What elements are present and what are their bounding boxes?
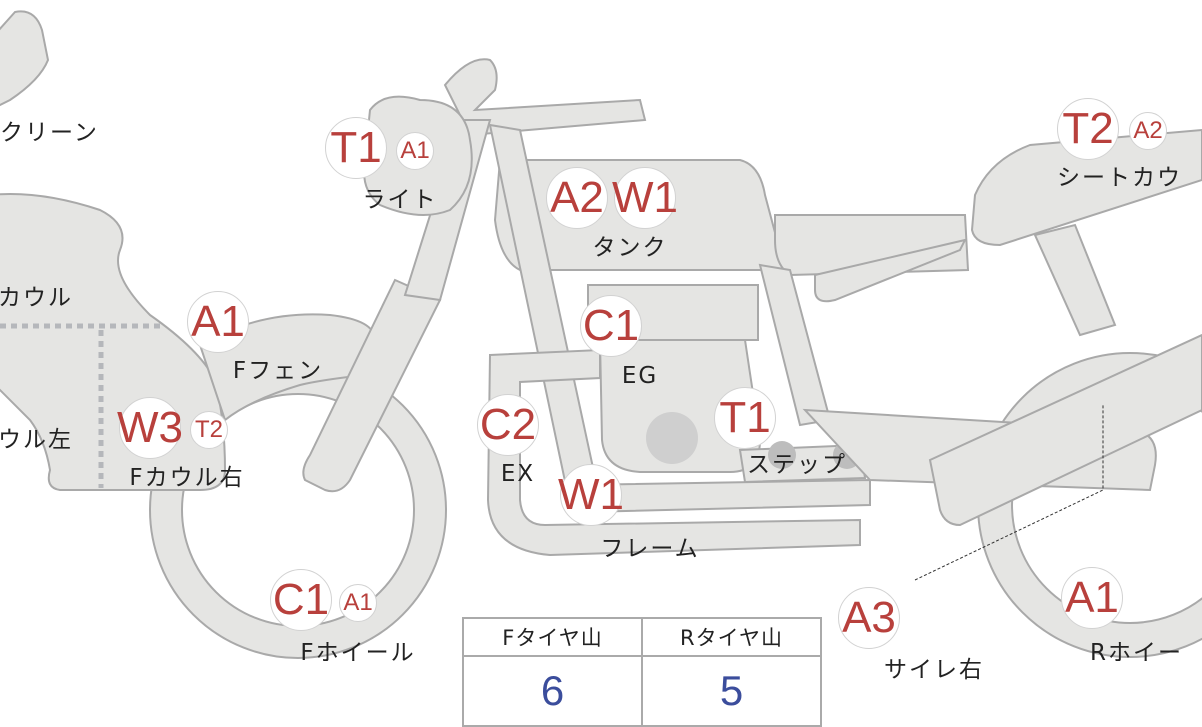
seat-cowl-shape <box>970 128 1202 247</box>
rear-tire-header: Rタイヤ山 <box>641 617 822 657</box>
damage-badge[interactable]: A1 <box>187 291 249 353</box>
damage-badge[interactable]: A2 <box>1129 112 1167 150</box>
cowl-divider-lines <box>0 323 163 488</box>
damage-badge[interactable]: T2 <box>1057 98 1119 160</box>
damage-badge[interactable]: C2 <box>477 394 539 456</box>
screen-shape <box>0 10 50 107</box>
front-fork-shape <box>302 278 442 493</box>
label-silencer-right: サイレ右 <box>884 657 984 683</box>
damage-badge[interactable]: T1 <box>714 387 776 449</box>
front-tire-value: 6 <box>462 655 643 727</box>
label-front-fender: Fフェン <box>232 358 324 384</box>
label-front-wheel: Fホイール <box>300 640 416 666</box>
silencer-leader-line <box>914 405 1104 581</box>
damage-badge[interactable]: C1 <box>580 295 642 357</box>
rear-tire-value: 5 <box>641 655 822 727</box>
label-tank: タンク <box>592 235 668 261</box>
damage-badge[interactable]: A1 <box>1061 567 1123 629</box>
label-light: ライト <box>362 187 438 213</box>
label-screen: クリーン <box>0 120 99 146</box>
seat-bracket-shape <box>814 238 967 303</box>
damage-badge[interactable]: A1 <box>396 132 434 170</box>
label-frame: フレーム <box>600 536 700 562</box>
label-step: ステップ <box>747 452 847 478</box>
handlebar-shape <box>443 58 647 137</box>
damage-badge[interactable]: W3 <box>117 397 183 459</box>
label-rear-wheel: Rホイー <box>1090 640 1183 666</box>
label-front-cowl-left: ウル左 <box>0 427 73 453</box>
damage-badge[interactable]: C1 <box>270 569 332 631</box>
front-tire-header: Fタイヤ山 <box>462 617 643 657</box>
label-front-cowl-right: Fカウル右 <box>129 465 245 491</box>
exhaust-pipe-shape <box>486 348 861 557</box>
tire-tread-table: Fタイヤ山 Rタイヤ山 6 5 <box>462 617 822 727</box>
label-engine: EG <box>621 363 659 389</box>
label-front-cowl: カウル <box>0 285 73 311</box>
damage-badge[interactable]: A3 <box>838 587 900 649</box>
label-exhaust: EX <box>500 461 536 487</box>
damage-badge[interactable]: W1 <box>612 167 678 229</box>
damage-badge[interactable]: T1 <box>325 117 387 179</box>
step-peg-shape <box>768 441 796 469</box>
damage-badge[interactable]: A2 <box>546 167 608 229</box>
damage-badge[interactable]: T2 <box>190 411 228 449</box>
damage-badge[interactable]: A1 <box>339 584 377 622</box>
label-seat-cowl: シートカウ <box>1057 165 1182 191</box>
engine-cover-shape <box>646 412 698 464</box>
silencer-shape <box>928 333 1202 527</box>
damage-badge[interactable]: W1 <box>558 464 624 526</box>
rear-shock-shape <box>1033 223 1117 337</box>
